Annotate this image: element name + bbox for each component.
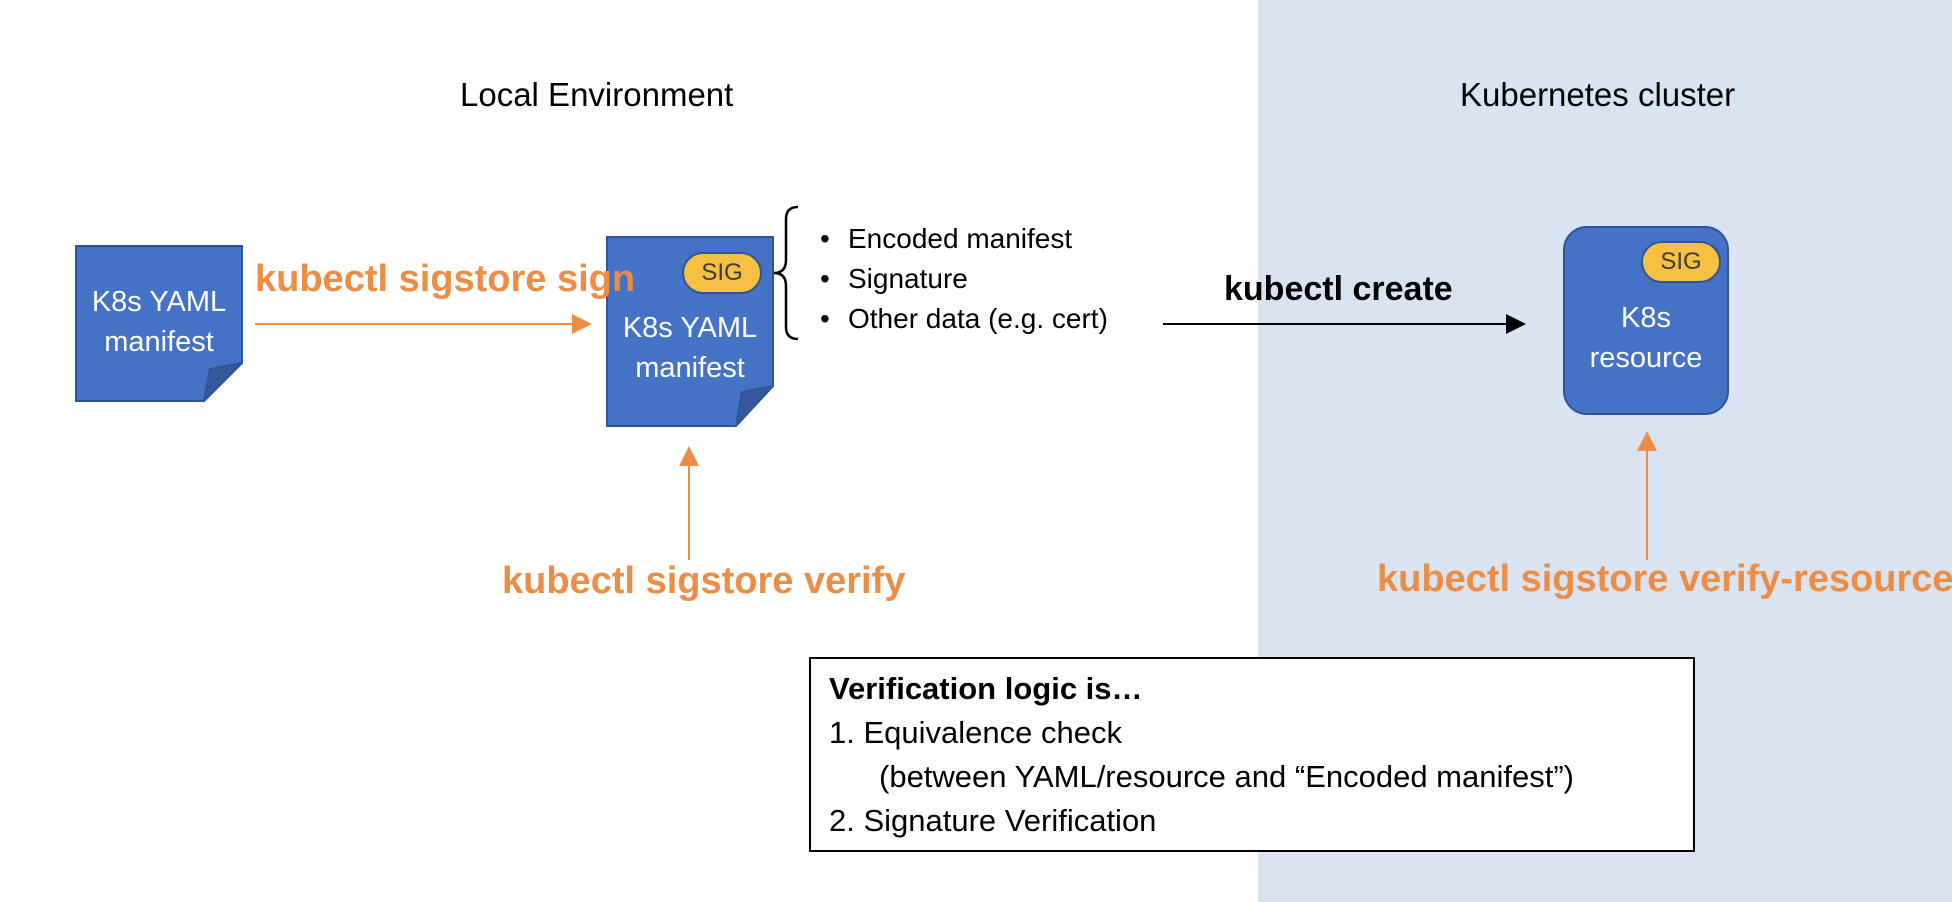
- document-icon: [75, 245, 243, 402]
- verification-step-1: 1. Equivalence check: [829, 715, 1122, 750]
- k8s-resource-label: K8s resource: [1589, 302, 1703, 374]
- verification-step-1-detail: (between YAML/resource and “Encoded mani…: [879, 759, 1574, 794]
- brace-icon: [773, 205, 799, 341]
- list-item-label: Encoded manifest: [848, 223, 1073, 254]
- signature-contents-list: •Encoded manifest •Signature •Other data…: [820, 219, 1108, 339]
- list-item-label: Other data (e.g. cert): [848, 303, 1108, 334]
- list-item: •Other data (e.g. cert): [820, 303, 1108, 334]
- signed-manifest-document: SIG K8s YAML manifest: [606, 236, 774, 427]
- sig-badge: SIG: [1641, 241, 1721, 283]
- list-item: •Signature: [820, 263, 968, 294]
- kubernetes-cluster-title: Kubernetes cluster: [1460, 76, 1736, 113]
- sign-command-label: kubectl sigstore sign: [255, 258, 636, 300]
- source-manifest-document: K8s YAML manifest: [75, 245, 243, 402]
- verify-resource-command-label: kubectl sigstore verify-resource: [1377, 558, 1952, 600]
- verification-logic-title: Verification logic is…: [829, 671, 1143, 706]
- sig-badge: SIG: [682, 252, 762, 294]
- signed-manifest-label: K8s YAML manifest: [622, 312, 758, 384]
- verify-command-label: kubectl sigstore verify: [502, 560, 906, 602]
- source-manifest-label: K8s YAML manifest: [91, 286, 227, 358]
- list-item: •Encoded manifest: [820, 223, 1073, 254]
- k8s-resource-box: SIG K8s resource: [1563, 226, 1729, 415]
- create-command-label: kubectl create: [1224, 270, 1453, 308]
- verification-step-2: 2. Signature Verification: [829, 803, 1157, 838]
- local-environment-title: Local Environment: [460, 76, 734, 113]
- verification-logic-box: Verification logic is… 1. Equivalence ch…: [809, 657, 1695, 852]
- list-item-label: Signature: [848, 263, 968, 294]
